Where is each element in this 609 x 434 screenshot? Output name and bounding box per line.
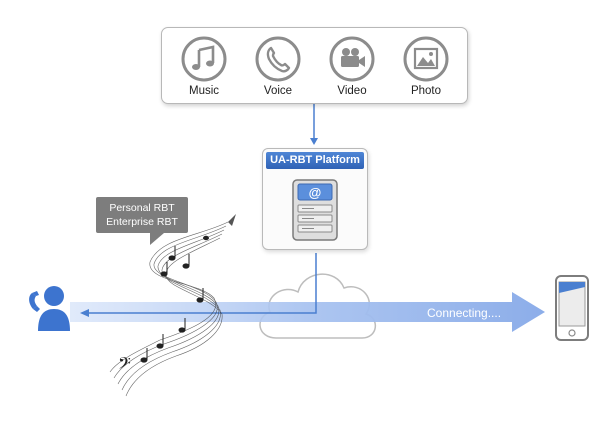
media-label-voice: Voice — [263, 85, 293, 97]
platform-box: UA-RBT Platform @ — [262, 148, 368, 250]
media-label-music: Music — [188, 85, 220, 97]
media-item-voice: Voice — [248, 36, 308, 97]
video-camera-icon — [329, 36, 375, 82]
server-at-icon: @ — [292, 179, 338, 241]
media-label-photo: Photo — [410, 85, 442, 97]
svg-text:@: @ — [309, 185, 322, 200]
bubble-tail — [150, 233, 164, 245]
connecting-label: Connecting.... — [427, 306, 502, 320]
media-label-video: Video — [337, 85, 367, 97]
media-panel: Music Voice Video — [161, 27, 468, 104]
rbt-type-bubble: Personal RBT Enterprise RBT — [96, 197, 188, 233]
connection-band — [70, 292, 545, 332]
svg-text:𝄢: 𝄢 — [118, 353, 131, 377]
media-item-video: Video — [322, 36, 382, 97]
media-item-photo: Photo — [396, 36, 456, 97]
music-note-icon — [181, 36, 227, 82]
media-item-music: Music — [174, 36, 234, 97]
arrow-left-icon — [80, 309, 89, 317]
bubble-line-enterprise: Enterprise RBT — [106, 216, 178, 228]
platform-title: UA-RBT Platform — [266, 152, 364, 169]
arrow-down-icon — [310, 138, 318, 145]
mobile-phone-icon — [555, 275, 589, 341]
caller-person-icon — [29, 286, 70, 331]
phone-handset-icon — [255, 36, 301, 82]
bubble-line-personal: Personal RBT — [109, 202, 175, 214]
picture-icon — [403, 36, 449, 82]
